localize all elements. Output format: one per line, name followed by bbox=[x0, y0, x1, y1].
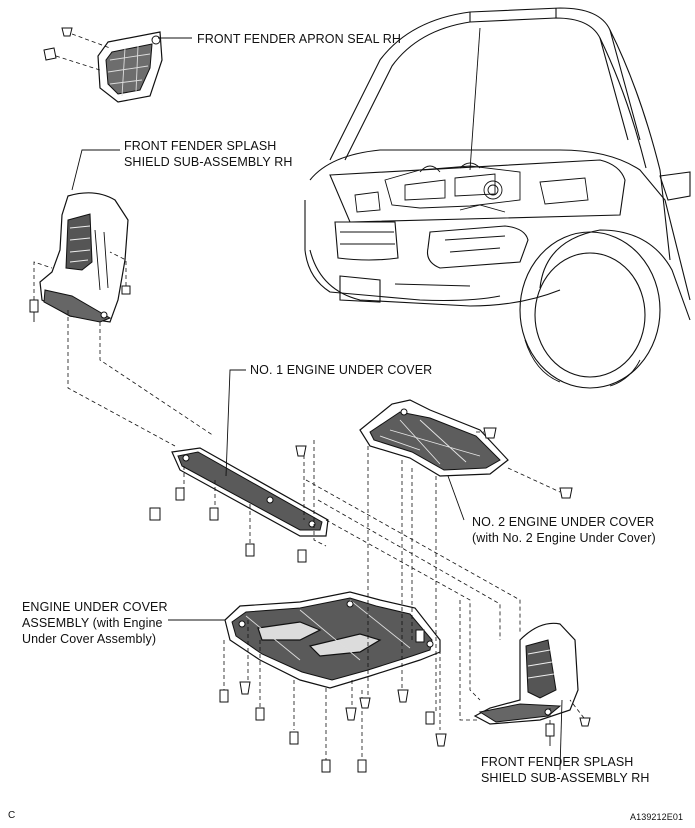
assembly-label-line1: ENGINE UNDER COVER bbox=[22, 600, 168, 614]
under-cover-assembly-part bbox=[224, 591, 441, 689]
apron-seal-part bbox=[43, 27, 163, 103]
splash-shield-bottom-part bbox=[473, 622, 591, 746]
no1-cover-label: NO. 1 ENGINE UNDER COVER bbox=[250, 363, 433, 377]
splash-shield-top-label-line2: SHIELD SUB-ASSEMBLY RH bbox=[124, 155, 293, 169]
fasteners bbox=[149, 445, 447, 773]
splash-shield-bottom-label-line1: FRONT FENDER SPLASH bbox=[481, 755, 634, 769]
figure-code: A139212E01 bbox=[630, 812, 684, 822]
vehicle-illustration bbox=[304, 7, 691, 389]
assembly-guide-lines bbox=[183, 440, 521, 760]
no2-cover-label-line1: NO. 2 ENGINE UNDER COVER bbox=[472, 515, 655, 529]
splash-shield-bottom-label-line2: SHIELD SUB-ASSEMBLY RH bbox=[481, 771, 650, 785]
splash-shield-top-label-line1: FRONT FENDER SPLASH bbox=[124, 139, 277, 153]
corner-letter: C bbox=[8, 810, 16, 821]
no2-under-cover-part bbox=[359, 399, 573, 499]
assembly-label-line3: Under Cover Assembly) bbox=[22, 632, 157, 646]
assembly-label-line2: ASSEMBLY (with Engine bbox=[22, 616, 163, 630]
no2-cover-label-line2: (with No. 2 Engine Under Cover) bbox=[472, 531, 656, 545]
splash-shield-top-part bbox=[29, 192, 215, 447]
apron-seal-label: FRONT FENDER APRON SEAL RH bbox=[197, 32, 402, 46]
no1-under-cover-part bbox=[171, 447, 329, 537]
